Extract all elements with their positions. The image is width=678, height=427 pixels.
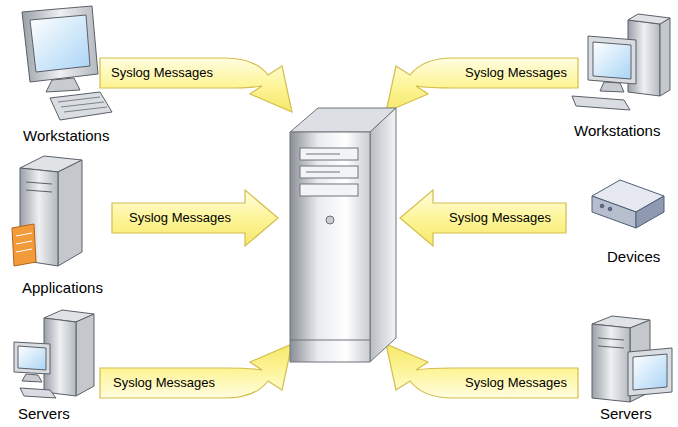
keyboard — [20, 388, 56, 398]
drive-bay — [300, 166, 358, 178]
monitor-screen — [633, 354, 667, 390]
monitor-stand — [22, 374, 42, 382]
drive-slot — [598, 346, 624, 348]
workstation-icon — [22, 6, 112, 120]
device-caption: Applications — [22, 279, 103, 296]
arrow-label: Syslog Messages — [113, 376, 215, 391]
arrows — [100, 58, 578, 398]
keyboard — [572, 96, 630, 110]
monitor-case — [628, 348, 672, 396]
monitor-case — [22, 6, 98, 82]
tower-top — [628, 14, 670, 24]
power-button — [326, 216, 334, 224]
drive-slot — [306, 154, 340, 155]
central-server — [290, 108, 396, 362]
drive-slot — [306, 172, 340, 173]
device-caption: Workstations — [23, 127, 109, 144]
curved-arrow — [386, 58, 578, 112]
keyboard-keys — [58, 97, 107, 112]
monitor-screen — [30, 15, 90, 72]
device-light — [608, 207, 612, 211]
device-side — [636, 196, 664, 228]
curved-arrow — [100, 58, 292, 112]
panel-line — [290, 340, 370, 341]
straight-arrow — [400, 190, 566, 246]
drive-bay — [300, 184, 358, 196]
device-front — [592, 196, 636, 228]
server-side — [370, 108, 396, 362]
drive-slot — [598, 338, 624, 340]
drive-slot — [26, 190, 52, 192]
monitor-case — [14, 342, 50, 374]
drive-slot — [26, 182, 52, 184]
device-caption: Servers — [600, 405, 652, 422]
tower-side — [76, 314, 94, 396]
server-icon — [592, 316, 672, 402]
monitor-screen — [18, 346, 46, 370]
arrow-label: Syslog Messages — [465, 66, 567, 81]
monitor-screen — [593, 42, 631, 79]
arrow-label: Syslog Messages — [449, 211, 551, 226]
monitor-case — [588, 36, 636, 84]
keyboard — [50, 92, 112, 120]
device-caption: Servers — [18, 405, 70, 422]
device-light — [600, 204, 604, 208]
window-lines — [16, 233, 32, 252]
device-icon — [592, 180, 664, 228]
arrow-label: Syslog Messages — [465, 376, 567, 391]
workstation-icon — [572, 14, 670, 110]
drive-bay — [300, 148, 358, 160]
arrow-label: Syslog Messages — [111, 66, 213, 81]
tower-front — [592, 324, 630, 402]
arrow-label: Syslog Messages — [129, 211, 231, 226]
tower-side — [58, 160, 82, 266]
application-window — [12, 224, 36, 266]
device-caption: Devices — [607, 248, 660, 265]
server-icon — [14, 310, 94, 398]
curved-arrow — [386, 344, 578, 398]
tower-side — [660, 18, 670, 96]
straight-arrow — [112, 190, 278, 246]
device-caption: Workstations — [574, 122, 660, 139]
application-server-icon — [12, 156, 82, 266]
monitor-stand — [600, 82, 624, 92]
curved-arrow — [100, 344, 292, 398]
monitor-stand — [46, 78, 80, 92]
server-front — [290, 132, 370, 362]
